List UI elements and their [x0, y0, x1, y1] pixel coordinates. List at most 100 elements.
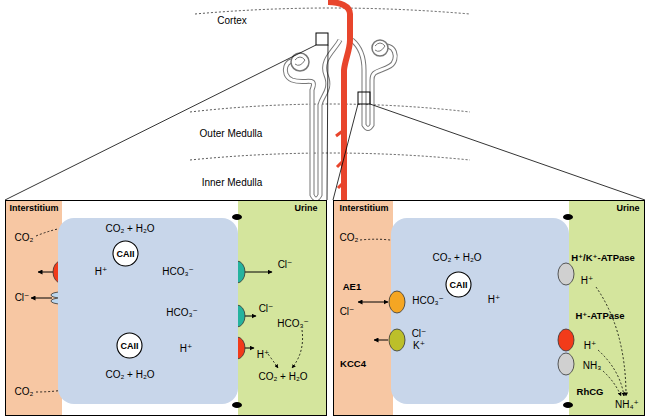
- zone-label: Inner Medulla: [202, 178, 263, 188]
- anion-exchanger: [229, 261, 245, 283]
- zone-boundary: [190, 104, 470, 112]
- urine-region: UrineCl⁻Cl⁻HCO₃⁻H⁺CO₂ + H₂O: [238, 200, 327, 416]
- reaction-arrow: [137, 262, 161, 268]
- ion-label: CO₂: [15, 233, 34, 243]
- transporter-oval: [389, 329, 405, 351]
- zone-boundary: [195, 8, 470, 14]
- panel-frame: [6, 201, 327, 416]
- ion-label: Cl⁻: [278, 260, 293, 270]
- zoom-line: [5, 45, 645, 200]
- conversion-arrow: [598, 350, 624, 396]
- chloride-channel: [51, 298, 71, 304]
- transporter-oval: [558, 263, 574, 285]
- transport-arrow: [71, 272, 94, 273]
- transporter-label: RhCG: [577, 387, 604, 397]
- nephron-tubule: [285, 40, 340, 199]
- ion-label: CO₂ + H₂O: [258, 372, 307, 382]
- transporter-oval: [389, 291, 405, 313]
- ion-label: Cl⁻: [340, 307, 355, 317]
- exchange-arrow: [197, 272, 272, 273]
- tight-junction: [563, 402, 573, 408]
- enzyme-label: CAII: [117, 249, 135, 258]
- ion-label: CO₂ + H₂O: [105, 370, 154, 380]
- recycling-arrow: [430, 307, 437, 329]
- ion-label: H⁺: [95, 267, 108, 277]
- region-heading: Urine: [616, 204, 639, 213]
- chloride-channel: [51, 292, 71, 298]
- transporter-label: H⁺/K⁺-ATPase: [571, 253, 635, 263]
- ion-label: CO₂: [340, 233, 359, 243]
- reaction-arrow: [470, 291, 485, 297]
- enzyme-circle-shape: [117, 333, 142, 358]
- reaction-arrow: [107, 263, 115, 268]
- reaction-arrow: [141, 317, 164, 338]
- transporter-label: H⁺-ATPase: [575, 311, 624, 321]
- anion-exchanger: [229, 305, 245, 327]
- zone-label: Outer Medulla: [200, 129, 263, 139]
- diffusion-arrow: [36, 378, 102, 392]
- nephron-tubule: [285, 40, 340, 199]
- ion-label: H⁺: [180, 344, 193, 354]
- ion-label: Cl⁻: [15, 293, 30, 303]
- transporter-label: AE1: [343, 282, 361, 292]
- collecting-duct: [328, 2, 350, 200]
- enzyme-label: CAII: [121, 341, 139, 350]
- conversion-arrow: [596, 287, 626, 396]
- ion-label: HCO₃⁻: [412, 296, 444, 306]
- enzyme-circle: CAII: [112, 240, 139, 267]
- transporter: AE1: [340, 279, 408, 313]
- ion-label: H⁺: [584, 341, 597, 351]
- exchange-arrow: [358, 302, 388, 303]
- ion-label: HCO₃⁻: [166, 308, 198, 318]
- nephron-tubule: [352, 40, 395, 129]
- zoom-frame: [358, 92, 370, 104]
- ion-label: CO₂ + H₂O: [105, 224, 154, 234]
- ion-label: Cl⁻: [412, 329, 427, 339]
- cell-body: CO₂ + H₂OHCO₃⁻H⁺Cl⁻K⁺CAII: [391, 218, 569, 404]
- region-heading: Interstitium: [339, 204, 388, 213]
- panel-frame: [334, 201, 645, 416]
- glomerulus: [375, 43, 385, 51]
- glomerulus: [295, 57, 305, 65]
- glomerulus: [291, 53, 309, 71]
- proton-pump: [229, 337, 245, 359]
- ion-label: H⁺: [581, 276, 594, 286]
- ion-label: H⁺: [488, 295, 501, 305]
- transport-arrow: [374, 340, 388, 341]
- ion-label: NH₄⁺: [615, 400, 639, 410]
- enzyme-label: CAII: [450, 280, 468, 289]
- transporter: H⁺/K⁺-ATPase: [556, 250, 645, 286]
- conversion-arrow: [603, 371, 621, 396]
- interstitium-region: InterstitiumCO₂Cl⁻CO₂: [5, 200, 62, 416]
- equilibrium-mark: [128, 360, 131, 368]
- transport-arrow: [38, 272, 53, 273]
- enzyme-circle: CAII: [445, 271, 472, 298]
- region-heading: Interstitium: [9, 204, 58, 213]
- ion-label: NH₃: [583, 361, 602, 371]
- region-heading: Urine: [294, 204, 317, 213]
- tight-junction: [232, 402, 242, 408]
- diffusion-arrow: [36, 226, 100, 236]
- transporter: H⁺-ATPase: [556, 308, 640, 353]
- transporter: KCC4: [340, 326, 408, 372]
- ion-label: H⁺: [257, 350, 270, 360]
- ion-label: HCO₃⁻: [162, 267, 194, 277]
- tight-junction: [563, 214, 573, 220]
- equilibrium-mark: [456, 264, 459, 270]
- cell-body: CO₂ + H₂O H⁺ HCO₃⁻ HCO₃⁻ H⁺ CO₂ + H₂O CAII CAII: [58, 218, 238, 404]
- proton-pump: [53, 261, 69, 283]
- transporter-label: KCC4: [340, 359, 366, 369]
- zone-label: Cortex: [217, 16, 246, 26]
- reaction-arrow: [292, 330, 303, 368]
- transport-arrow: [502, 274, 556, 296]
- urine-region: UrineH⁺ H⁺ NH₃ NH₄⁺: [569, 200, 645, 416]
- transport-arrow: [196, 348, 254, 349]
- transporter-oval: [558, 353, 574, 375]
- exchange-arrow: [199, 316, 256, 317]
- reaction-arrow: [143, 348, 176, 349]
- collecting-duct: [336, 130, 344, 188]
- enzyme-circle-shape: [113, 241, 138, 266]
- enzyme-circle: CAII: [116, 332, 143, 359]
- reaction-arrow: [442, 291, 447, 295]
- zone-boundary: [190, 153, 470, 160]
